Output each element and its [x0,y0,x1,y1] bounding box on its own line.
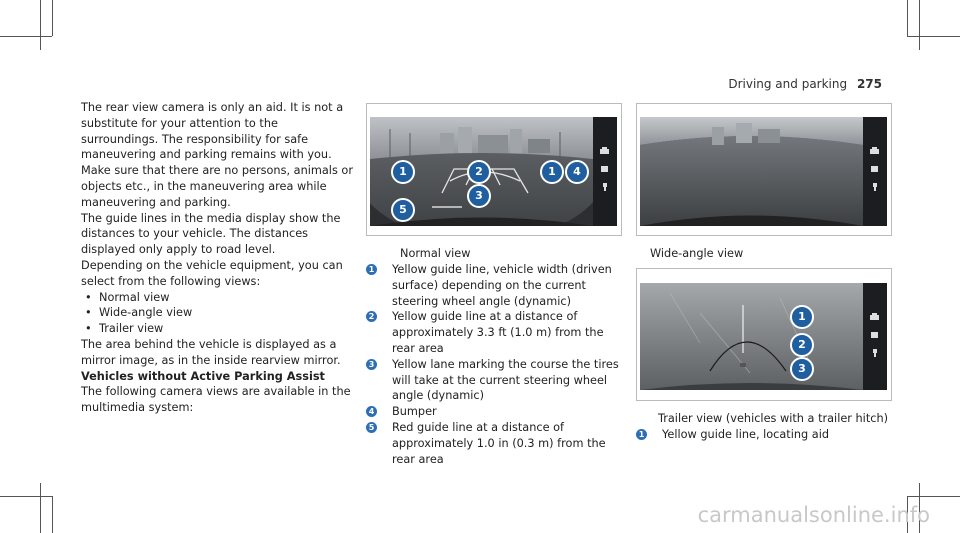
section-title: Driving and parking [728,77,848,91]
item-text: Yellow guide line at a distance of appro… [392,310,604,355]
paragraph: The area behind the vehicle is displayed… [81,337,341,367]
callout-marker: 1 [391,160,415,184]
crop-mark [40,0,41,50]
item-number: 2 [366,311,377,323]
camera-view-icon [600,147,609,155]
crop-mark [40,483,41,533]
callout-marker: 1 [790,305,814,329]
crop-mark [919,0,920,50]
legend-item: 4 Bumper [366,404,628,420]
legend-item: 1 Yellow guide line, locating aid [636,427,896,443]
camera-sidebar [863,283,887,390]
camera-view-icon [870,313,879,321]
trailer-hitch-icon [871,349,880,357]
list-item: Wide-angle view [81,305,356,321]
wide-angle-icon [870,331,879,339]
legend-item: 2 Yellow guide line at a distance of appr… [366,309,628,356]
figure-caption: Wide-angle view [650,247,744,260]
callout-marker: 4 [565,160,589,184]
item-text: Yellow guide line, vehicle width (driven… [392,263,612,308]
crop-mark [0,496,52,497]
item-text: Yellow lane marking the course the tires… [392,357,619,403]
wide-angle-icon [870,165,879,173]
paragraph: The following camera views are available… [81,385,351,415]
item-number: 3 [366,358,377,370]
page-header: Driving and parking 275 [728,77,882,91]
list-item: Trailer view [81,321,356,337]
item-text: Bumper [392,405,437,419]
paragraph: The rear view camera is only an aid. It … [81,101,353,209]
crop-mark [907,36,960,37]
camera-sidebar [863,117,887,226]
list-item: Normal view [81,290,356,306]
callout-marker: 2 [467,160,491,184]
callout-marker: 1 [540,160,564,184]
trailer-hitch-icon [871,183,880,191]
legend-item: 5 Red guide line at a distance of approxi… [366,420,628,467]
crop-mark [919,483,920,533]
figure-caption: Trailer view (vehicles with a trailer hi… [658,412,889,425]
item-text: Yellow guide line, locating aid [662,428,830,441]
views-list: Normal view Wide-angle view Trailer view [81,290,356,337]
camera-image [640,117,863,226]
camera-view-icon [870,147,879,155]
normal-view-legend: 1 Yellow guide line, vehicle width (drive… [366,262,628,467]
crop-mark [52,0,53,36]
trailer-hitch-icon [601,183,610,191]
camera-sidebar [593,117,617,226]
crop-mark [52,496,53,533]
item-number: 4 [366,406,377,418]
item-number: 1 [366,264,377,275]
item-number: 5 [366,421,377,433]
callout-marker: 3 [790,357,814,381]
body-text-column: The rear view camera is only an aid. It … [81,100,356,416]
page-number: 275 [856,77,882,91]
normal-view-figure: 1 2 1 4 3 5 [366,103,622,236]
crop-mark [907,496,908,533]
paragraph: Depending on the vehicle equipment, you … [81,258,343,288]
legend-item: 1 Yellow guide line, vehicle width (drive… [366,262,628,309]
crop-mark [907,496,960,497]
callout-marker: 3 [467,184,491,208]
callout-marker: 5 [391,198,415,222]
paragraph: The guide lines in the media display sho… [81,211,341,257]
legend-item: 3 Yellow lane marking the course the tire… [366,357,628,404]
wide-angle-icon [600,165,609,173]
watermark: carmanualsonline.info [697,503,930,527]
item-text: Red guide line at a distance of approxim… [392,420,606,466]
callout-marker: 2 [790,333,814,357]
crop-mark [0,36,52,37]
wide-angle-figure [636,103,892,236]
crop-mark [907,0,908,36]
section-heading: Vehicles without Active Parking Assist [81,369,325,383]
trailer-view-legend: 1 Yellow guide line, locating aid [636,427,896,443]
camera-image [640,283,863,390]
item-number: 1 [636,429,647,440]
trailer-view-figure: 1 2 3 [636,268,892,401]
figure-caption: Normal view [400,247,471,260]
